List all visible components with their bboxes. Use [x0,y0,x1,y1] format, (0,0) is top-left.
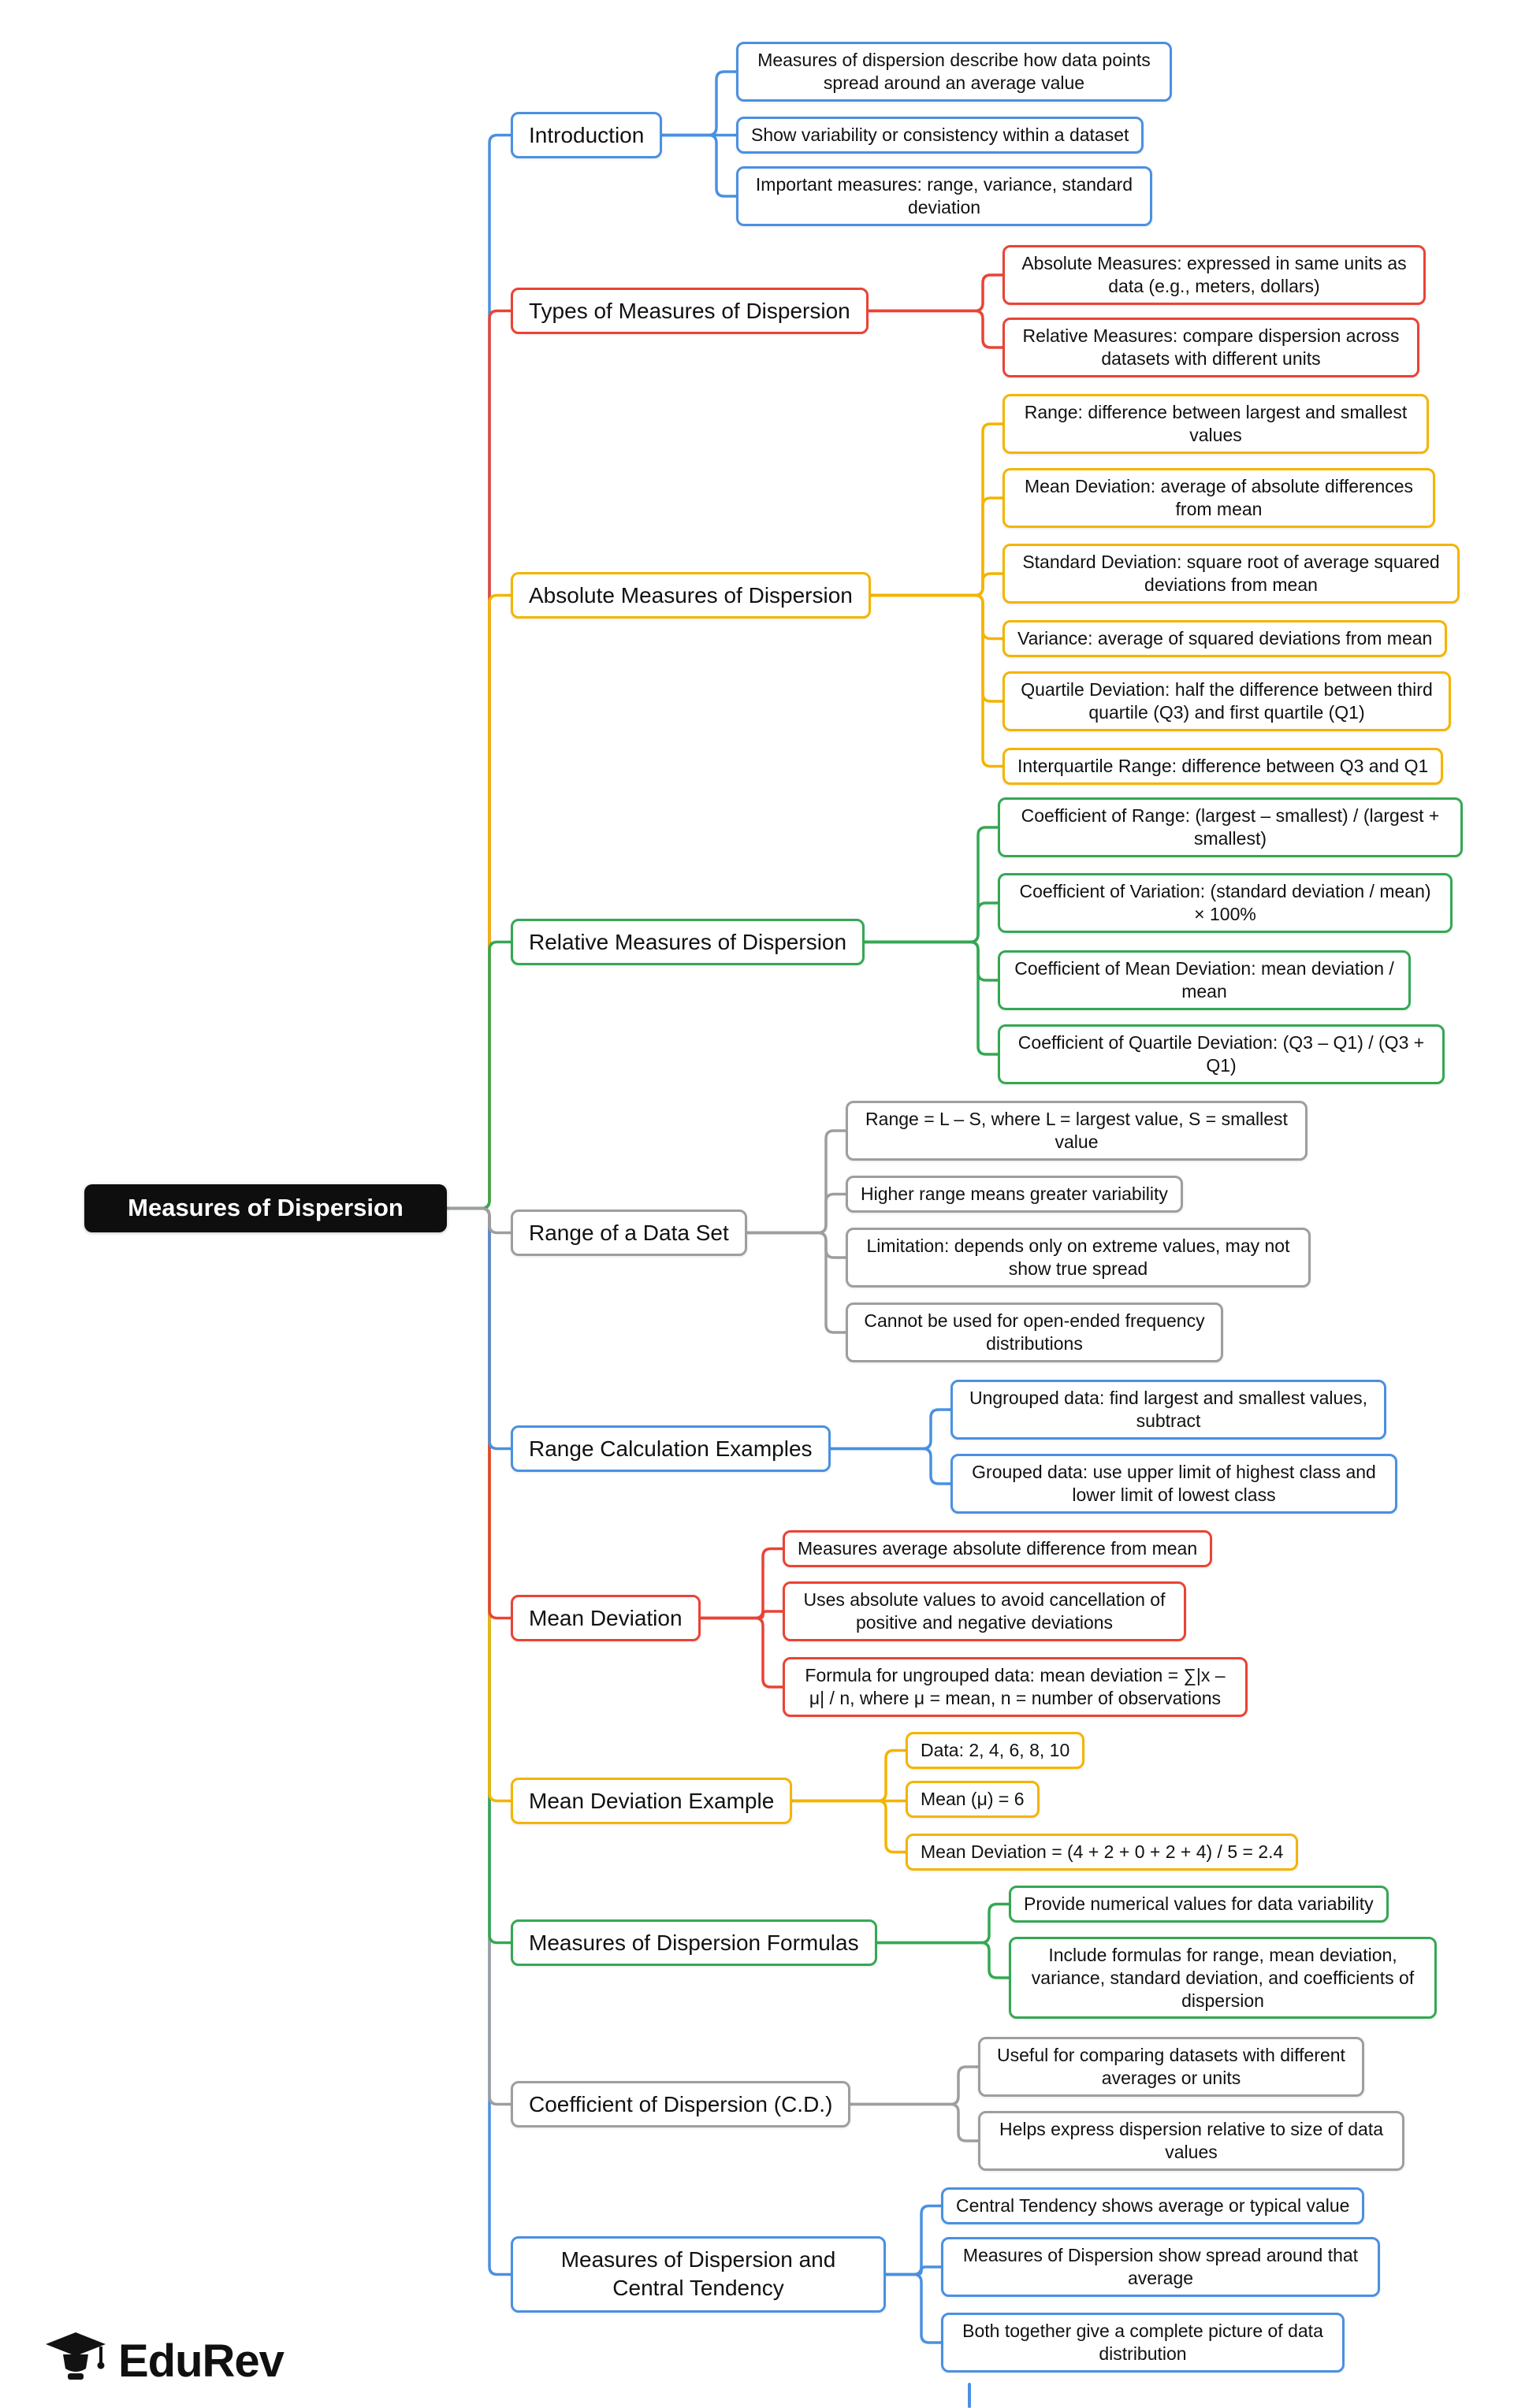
leaf-node: Useful for comparing datasets with diffe… [978,2037,1364,2097]
leaf-node: Variance: average of squared deviations … [1002,620,1448,657]
leaf-node: Mean Deviation = (4 + 2 + 0 + 2 + 4) / 5… [906,1834,1299,1871]
leaf-node: Uses absolute values to avoid cancellati… [783,1581,1186,1641]
leaf-node: Important measures: range, variance, sta… [736,166,1152,226]
branch-dispersion-formulas: Measures of Dispersion Formulas [511,1919,877,1966]
leaf-node: Provide numerical values for data variab… [1009,1886,1389,1923]
leaf-node: Data: 2, 4, 6, 8, 10 [906,1732,1085,1769]
branch-range-of-data-set: Range of a Data Set [511,1210,747,1256]
leaf-node: Standard Deviation: square root of avera… [1002,544,1460,604]
leaf-node: Relative Measures: compare dispersion ac… [1002,318,1419,377]
leaf-node: Grouped data: use upper limit of highest… [950,1454,1397,1514]
leaf-node: Limitation: depends only on extreme valu… [846,1228,1311,1288]
leaf-node: Cannot be used for open-ended frequency … [846,1302,1223,1362]
leaf-node: Coefficient of Range: (largest – smalles… [998,797,1463,857]
leaf-node: Range = L – S, where L = largest value, … [846,1101,1308,1161]
branch-introduction: Introduction [511,112,663,158]
leaf-node: Coefficient of Variation: (standard devi… [998,873,1453,933]
leaf-node: Range: difference between largest and sm… [1002,394,1429,454]
edurev-logo-text: EduRev [118,2336,285,2387]
branch-dispersion-and-central-tendency: Measures of Dispersion and Central Tende… [511,2236,886,2313]
leaf-node: Central Tendency shows average or typica… [941,2187,1365,2224]
leaf-node: Quartile Deviation: half the difference … [1002,671,1451,731]
leaf-node: Higher range means greater variability [846,1176,1183,1213]
leaf-node: Measures average absolute difference fro… [783,1530,1213,1567]
leaf-node: Interquartile Range: difference between … [1002,748,1444,785]
branch-range-calculation-examples: Range Calculation Examples [511,1425,831,1472]
leaf-node: Include formulas for range, mean deviati… [1009,1937,1437,2020]
branch-types-of-measures: Types of Measures of Dispersion [511,288,869,334]
leaf-node: Measures of Dispersion show spread aroun… [941,2237,1380,2297]
leaf-node: Absolute Measures: expressed in same uni… [1002,245,1426,305]
leaf-node: Coefficient of Quartile Deviation: (Q3 –… [998,1024,1445,1084]
clipped-connector-line [968,2383,971,2408]
root-node: Measures of Dispersion [84,1184,447,1232]
branch-absolute-measures: Absolute Measures of Dispersion [511,572,871,619]
leaf-node: Measures of dispersion describe how data… [736,42,1172,102]
leaf-node: Helps express dispersion relative to siz… [978,2111,1404,2171]
branch-relative-measures: Relative Measures of Dispersion [511,919,865,965]
leaf-node: Formula for ungrouped data: mean deviati… [783,1657,1248,1717]
leaf-node: Show variability or consistency within a… [736,117,1144,154]
edurev-logo[interactable]: EduRev [44,2331,285,2391]
leaf-node: Ungrouped data: find largest and smalles… [950,1380,1386,1440]
leaf-node: Mean Deviation: average of absolute diff… [1002,468,1435,528]
branch-coefficient-of-dispersion: Coefficient of Dispersion (C.D.) [511,2081,851,2127]
branch-mean-deviation: Mean Deviation [511,1595,701,1641]
graduation-cap-icon [44,2331,107,2391]
branch-mean-deviation-example: Mean Deviation Example [511,1778,793,1824]
leaf-node: Coefficient of Mean Deviation: mean devi… [998,950,1411,1010]
leaf-node: Both together give a complete picture of… [941,2313,1345,2373]
leaf-node: Mean (μ) = 6 [906,1781,1040,1818]
